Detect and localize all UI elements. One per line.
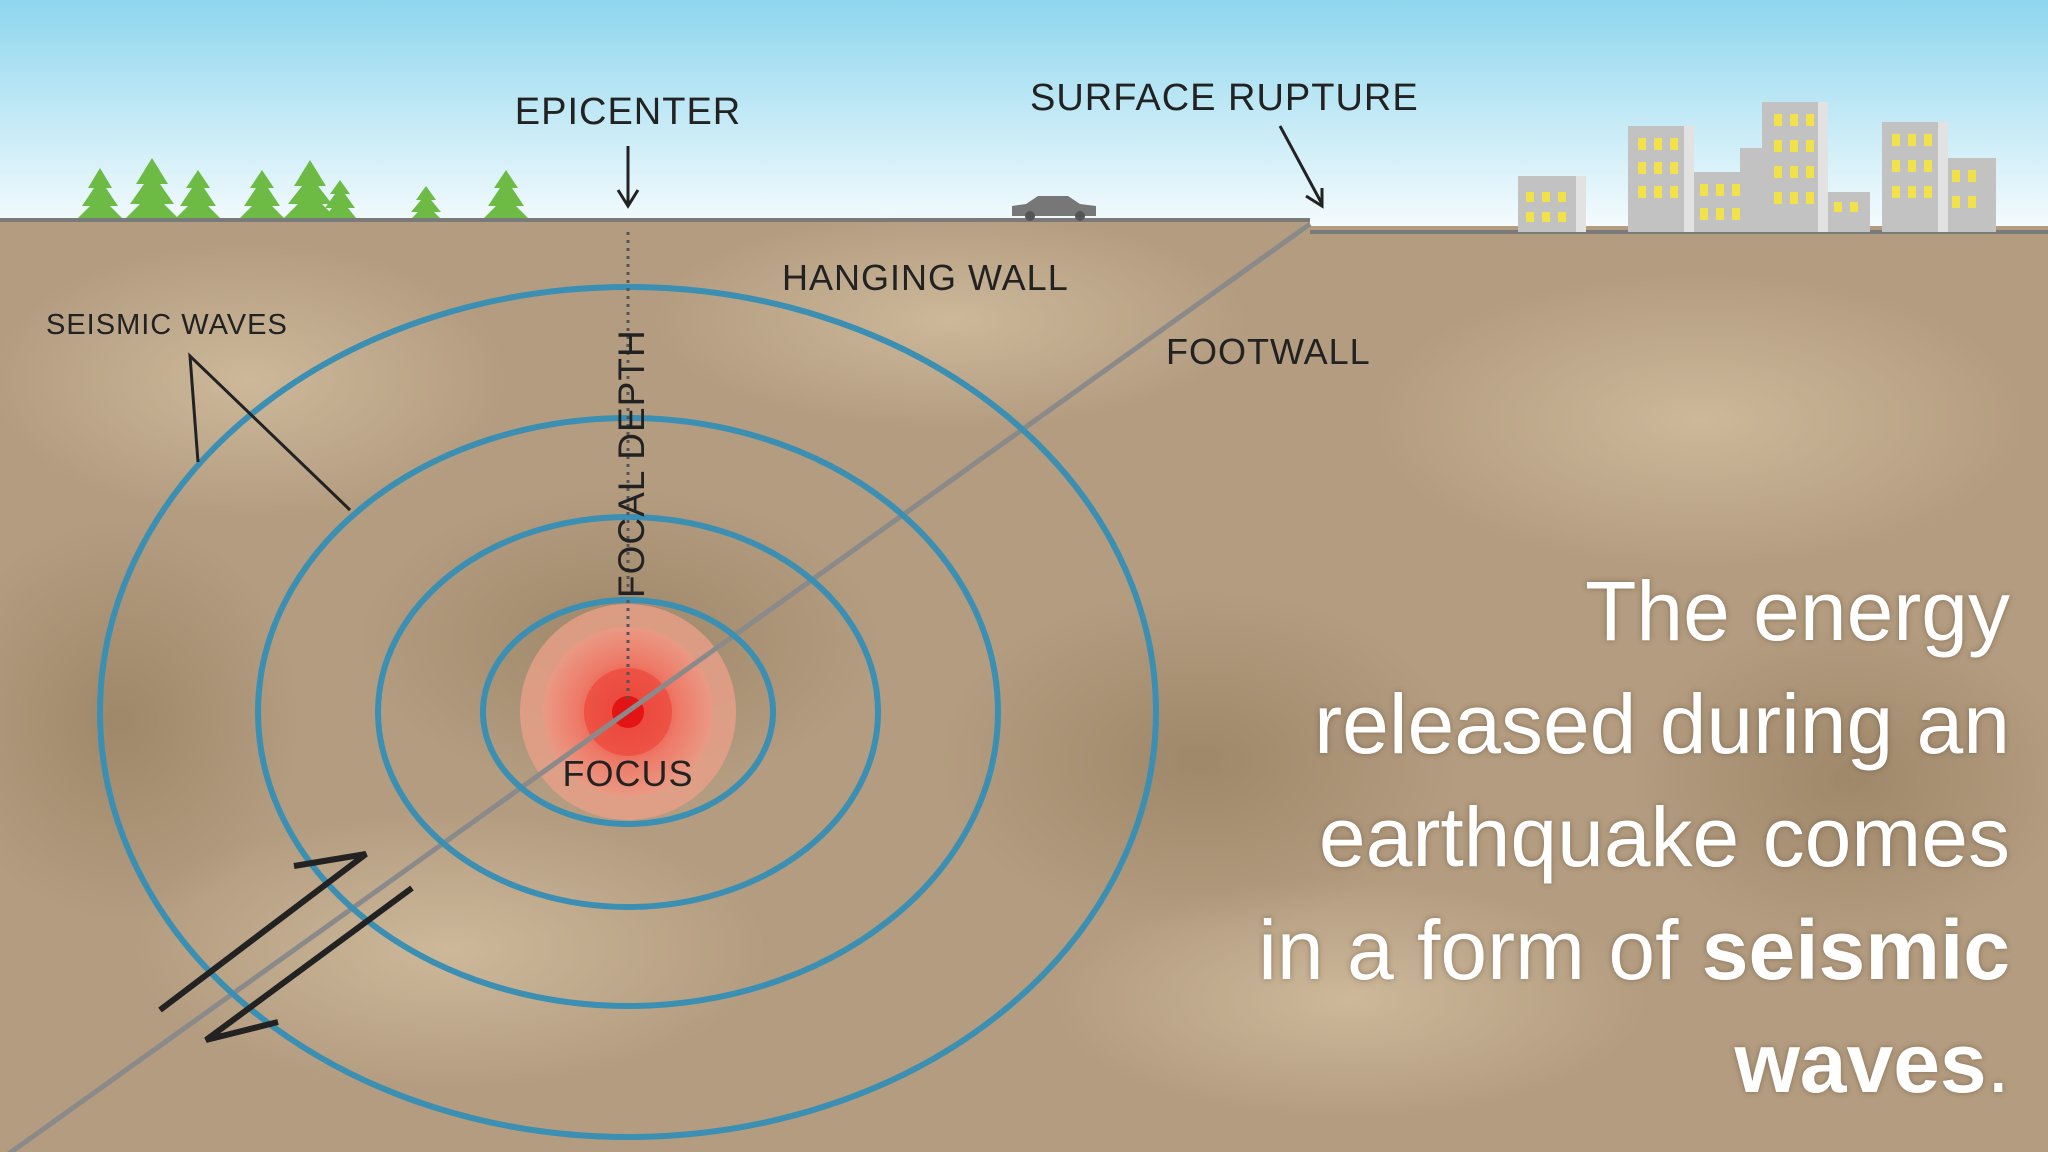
caption-line-1: The energy <box>1585 564 2010 658</box>
caption-line-3: earthquake comes <box>1318 790 2010 884</box>
wave-ring-4 <box>97 284 1159 1140</box>
surface-rupture-label: SURFACE RUPTURE <box>1030 77 1419 119</box>
seismic-waves-pointer <box>188 352 352 512</box>
caption-line-5: waves. <box>1070 1007 2010 1120</box>
surface-rupture-arrow <box>1278 125 1324 209</box>
epicenter-label: EPICENTER <box>515 91 741 133</box>
hanging-wall-label: HANGING WALL <box>782 257 1069 298</box>
city-buildings <box>1518 102 1996 232</box>
caption-period: . <box>1986 1016 2010 1110</box>
fault-motion-arrows <box>158 851 414 1043</box>
fault-line <box>6 221 1312 1152</box>
caption-line-2: released during an <box>1314 677 2010 771</box>
wave-ring-2 <box>375 514 881 910</box>
epicenter-arrow <box>616 146 640 209</box>
caption-text: The energy released during an earthquake… <box>1070 555 2010 1120</box>
footwall-label: FOOTWALL <box>1166 331 1371 372</box>
car-icon <box>1012 196 1096 221</box>
caption-keyword-waves: waves <box>1734 1016 1987 1110</box>
trees <box>78 158 528 218</box>
seismic-waves-label: SEISMIC WAVES <box>46 309 288 341</box>
focal-depth-label: FOCAL DEPTH <box>611 329 652 598</box>
caption-keyword-seismic: seismic <box>1701 903 2010 997</box>
focus-label: FOCUS <box>563 753 694 794</box>
caption-line-4: in a form of seismic <box>1070 894 2010 1007</box>
caption-line-4-text: in a form of <box>1258 903 1702 997</box>
